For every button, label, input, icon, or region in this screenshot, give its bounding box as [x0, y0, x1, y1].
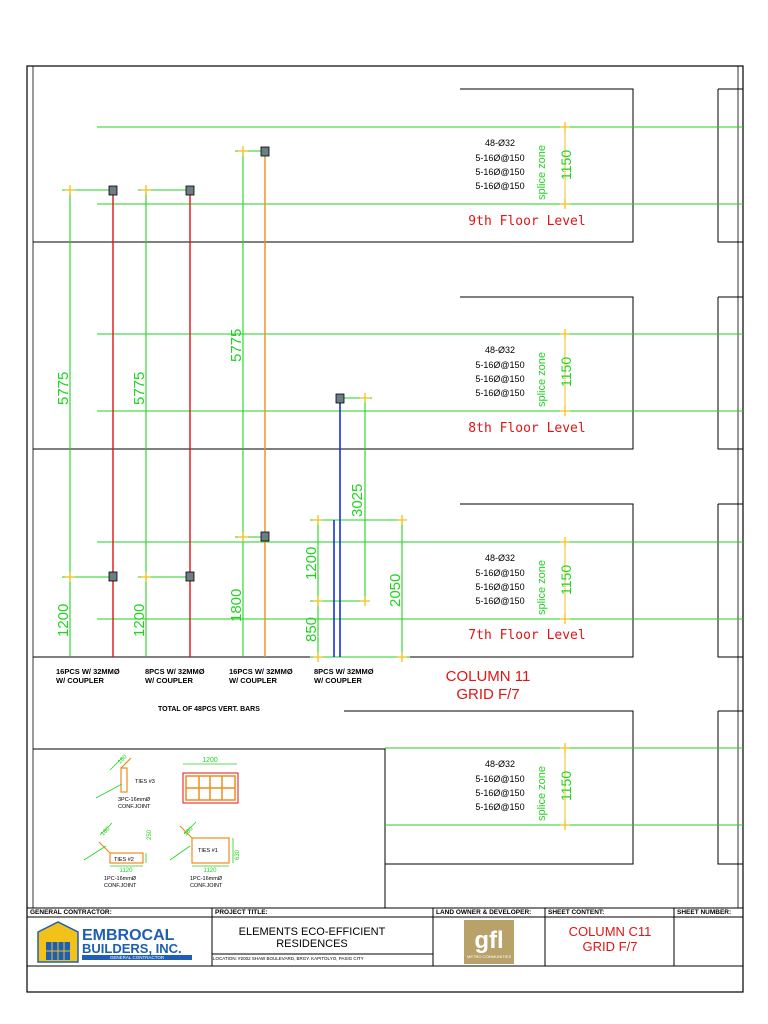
svg-text:5-16Ø@150: 5-16Ø@150 [475, 167, 524, 177]
svg-text:250: 250 [147, 829, 153, 840]
svg-text:W/ COUPLER: W/ COUPLER [229, 676, 277, 685]
svg-text:5-16Ø@150: 5-16Ø@150 [475, 360, 524, 370]
project-title-label: PROJECT TITLE: [215, 909, 268, 916]
floor-8-bars: 48-Ø32 [485, 345, 515, 355]
floor-9-level: 9th Floor Level [468, 214, 585, 229]
dim-g3-length: 5775 [228, 329, 245, 362]
svg-text:1150: 1150 [558, 357, 574, 387]
svg-text:CONF.JOINT: CONF.JOINT [104, 883, 137, 889]
column-section-detail: 1200 [182, 757, 239, 804]
dim-g1-length: 5775 [55, 372, 72, 405]
dim-g4-extra1: 850 [303, 617, 320, 642]
project-title: ELEMENTS ECO-EFFICIENT RESIDENCES [238, 926, 386, 950]
svg-text:5-16Ø@150: 5-16Ø@150 [475, 582, 524, 592]
sheet-number-label: SHEET NUMBER: [677, 909, 732, 916]
slab-8-outline [33, 296, 634, 450]
svg-text:EMBROCAL: EMBROCAL [82, 927, 175, 944]
project-location: LOCATION: #2002 SHAW BOULEVARD, BRGY. KA… [213, 956, 364, 961]
ties-details: 180 TIES #3 3PC-16mmØ CONF.JOINT 1200 18… [83, 754, 241, 889]
svg-text:5-16Ø@150: 5-16Ø@150 [475, 788, 524, 798]
svg-text:1120: 1120 [120, 868, 134, 874]
dim-g4-length: 3025 [349, 484, 366, 517]
bar-group-2-label: 8PCS W/ 32MMØ [145, 667, 205, 676]
slab-9-outline [33, 88, 634, 243]
svg-text:METRO COMMUNITIES: METRO COMMUNITIES [467, 954, 511, 959]
svg-text:GRID F/7: GRID F/7 [456, 686, 519, 703]
column-title: COLUMN 11 GRID F/7 [446, 668, 531, 703]
tie-2-detail: 180 250 TIES #2 1120 1PC-16mmØ CONF.JOIN… [83, 822, 153, 889]
svg-text:5-16Ø@150: 5-16Ø@150 [475, 802, 524, 812]
sheet-content-label: SHEET CONTENT: [548, 909, 605, 916]
floor-7-splice: splice zone [536, 560, 548, 615]
svg-text:5-16Ø@150: 5-16Ø@150 [475, 774, 524, 784]
contractor-logo: EMBROCAL BUILDERS, INC. GENERAL CONTRACT… [37, 921, 192, 963]
tie-1-detail: 180 630 TIES #1 1120 1PC-16mmØ CONF.JOIN… [169, 821, 241, 889]
green-level-lines [62, 126, 743, 826]
svg-text:W/ COUPLER: W/ COUPLER [314, 676, 362, 685]
svg-text:GENERAL CONTRACTOR: GENERAL CONTRACTOR [110, 955, 165, 960]
owner-logo: gfl METRO COMMUNITIES [464, 920, 514, 964]
svg-text:CONF.JOINT: CONF.JOINT [190, 883, 223, 889]
dim-g2-lap: 1200 [131, 604, 148, 637]
slab-outlines [27, 88, 743, 967]
floor-7-bars: 48-Ø32 [485, 553, 515, 563]
floor-9-bars: 48-Ø32 [485, 138, 515, 148]
svg-text:1150: 1150 [558, 150, 574, 180]
sheet-content: COLUMN C11 GRID F/7 [568, 924, 652, 954]
tie-3-label: TIES #3 [135, 779, 155, 785]
floor-8-splice: splice zone [536, 352, 548, 407]
floor-8-level: 8th Floor Level [468, 421, 585, 436]
svg-text:CONF.JOINT: CONF.JOINT [118, 804, 151, 810]
svg-text:5-16Ø@150: 5-16Ø@150 [475, 568, 524, 578]
tie-3-detail: 180 TIES #3 3PC-16mmØ CONF.JOINT [95, 754, 155, 810]
svg-text:1PC-16mmØ: 1PC-16mmØ [190, 876, 223, 882]
coupler-markers [108, 146, 345, 582]
floor-9-splice: splice zone [536, 145, 548, 200]
bar-group-labels: 16PCS W/ 32MMØ W/ COUPLER 8PCS W/ 32MMØ … [56, 667, 374, 713]
svg-text:5-16Ø@150: 5-16Ø@150 [475, 596, 524, 606]
svg-text:1PC-16mmØ: 1PC-16mmØ [104, 876, 137, 882]
svg-text:1150: 1150 [558, 771, 574, 801]
svg-text:COLUMN 11: COLUMN 11 [446, 668, 531, 685]
dim-g4-extra2: 2050 [387, 574, 404, 607]
svg-text:180: 180 [117, 754, 129, 766]
dim-g4-lap: 1200 [303, 547, 320, 580]
tie-2-label: TIES #2 [114, 857, 134, 863]
svg-text:180: 180 [183, 826, 195, 838]
floor-7-level: 7th Floor Level [468, 628, 585, 643]
dim-g1-lap: 1200 [55, 604, 72, 637]
bar-group-4-label: 8PCS W/ 32MMØ [314, 667, 374, 676]
svg-text:5-16Ø@150: 5-16Ø@150 [475, 388, 524, 398]
svg-text:3PC-16mmØ: 3PC-16mmØ [118, 797, 151, 803]
ties-detail-box [33, 748, 386, 908]
total-bars-note: TOTAL OF 48PCS VERT. BARS [158, 706, 260, 713]
floor-6-bars: 48-Ø32 [485, 759, 515, 769]
general-contractor-label: GENERAL CONTRACTOR: [30, 909, 112, 916]
svg-text:5-16Ø@150: 5-16Ø@150 [475, 181, 524, 191]
floor-6-splice: splice zone [536, 766, 548, 821]
svg-text:1120: 1120 [204, 868, 218, 874]
svg-text:W/ COUPLER: W/ COUPLER [145, 676, 193, 685]
owner-label: LAND OWNER & DEVELOPER: [436, 909, 532, 916]
dim-g3-lap: 1800 [228, 589, 245, 622]
svg-text:630: 630 [235, 849, 241, 860]
slab-6-outline [344, 710, 634, 865]
dim-g2-length: 5775 [131, 372, 148, 405]
tie-1-label: TIES #1 [198, 848, 218, 854]
svg-text:1150: 1150 [558, 565, 574, 595]
svg-text:5-16Ø@150: 5-16Ø@150 [475, 374, 524, 384]
dimension-labels: 5775 1200 5775 1200 5775 1800 3025 1200 … [55, 329, 404, 642]
floor-info: 48-Ø32 5-16Ø@150 5-16Ø@150 5-16Ø@150 spl… [468, 138, 585, 821]
svg-text:1200: 1200 [202, 757, 218, 764]
svg-text:180: 180 [100, 826, 112, 838]
svg-text:gfl: gfl [474, 927, 503, 954]
svg-text:W/ COUPLER: W/ COUPLER [56, 676, 104, 685]
bar-group-1-label: 16PCS W/ 32MMØ [56, 667, 120, 676]
sheet-border [26, 65, 744, 993]
bar-group-3-label: 16PCS W/ 32MMØ [229, 667, 293, 676]
svg-text:BUILDERS, INC.: BUILDERS, INC. [82, 941, 182, 956]
svg-text:5-16Ø@150: 5-16Ø@150 [475, 153, 524, 163]
